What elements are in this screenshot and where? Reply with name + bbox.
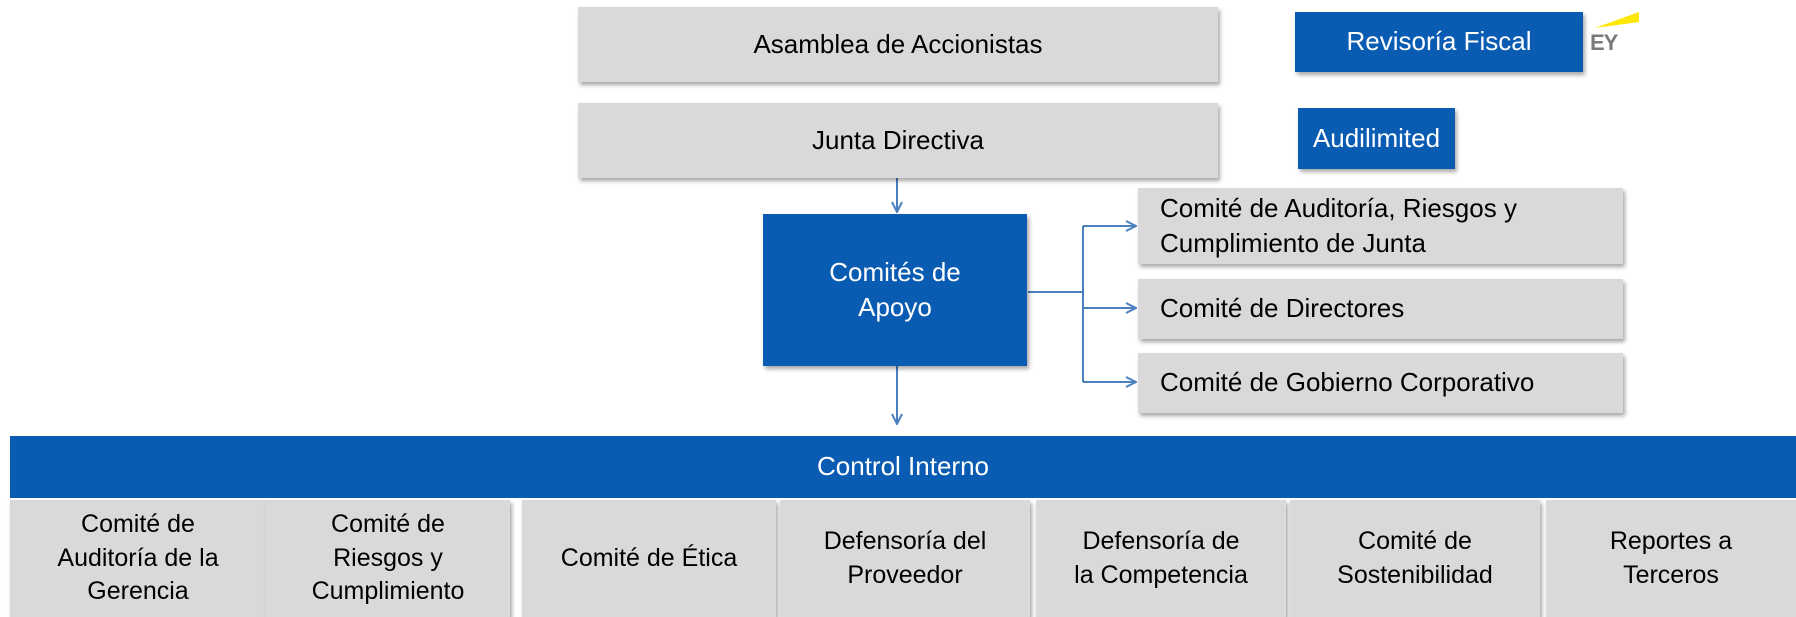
directors-committee-box: Comité de Directores [1138,279,1623,339]
support-committees-line1: Comités de [829,256,961,287]
item-line: Auditoría de la [57,543,219,572]
item-line: la Competencia [1074,560,1248,589]
governance-committee-box: Comité de Gobierno Corporativo [1138,353,1623,413]
internal-control-item: Defensoría del Proveedor [780,500,1030,617]
internal-control-banner: Control Interno [10,436,1796,498]
item-line: Riesgos y [333,543,443,572]
internal-control-item: Comité de Ética [522,500,776,617]
fiscal-review-box: Revisoría Fiscal [1295,12,1583,72]
internal-control-item: Comité de Auditoría de la Gerencia [10,500,266,617]
governance-committee-label: Comité de Gobierno Corporativo [1160,367,1535,398]
internal-control-item: Comité de Sostenibilidad [1290,500,1540,617]
ey-logo-icon [1595,12,1639,28]
item-line: Cumplimiento [311,577,465,606]
internal-control-item: Reportes a Terceros [1546,500,1796,617]
directors-committee-label: Comité de Directores [1160,293,1405,324]
audilimited-box: Audilimited [1298,108,1455,169]
assembly-box: Asamblea de Accionistas [578,7,1218,82]
item-line: Comité de [331,509,445,538]
internal-control-item: Comité de Riesgos y Cumplimiento [266,500,510,617]
internal-control-item: Defensoría de la Competencia [1036,500,1286,617]
item-line: Defensoría del [823,526,987,555]
audit-risk-committee-line2: Cumplimiento de Junta [1160,228,1426,258]
item-line: Comité de Ética [560,543,738,572]
item-line: Terceros [1623,560,1719,589]
item-line: Gerencia [87,577,189,606]
item-line: Comité de [1358,526,1472,555]
item-line: Reportes a [1609,526,1733,555]
internal-control-title: Control Interno [817,451,989,482]
audit-risk-committee-line1: Comité de Auditoría, Riesgos y [1160,192,1517,223]
item-line: Defensoría de [1082,526,1240,555]
board-box: Junta Directiva [578,103,1218,178]
support-committees-line2: Apoyo [858,292,932,322]
ey-logo-text: EY [1590,30,1618,55]
board-label: Junta Directiva [812,124,984,155]
assembly-label: Asamblea de Accionistas [753,28,1043,59]
item-line: Proveedor [847,560,963,589]
fiscal-review-label: Revisoría Fiscal [1346,26,1532,57]
item-line: Comité de [81,509,195,538]
item-line: Sostenibilidad [1337,560,1493,589]
audit-risk-committee-box: Comité de Auditoría, Riesgos y Cumplimie… [1138,188,1623,264]
audilimited-label: Audilimited [1312,122,1441,153]
support-committees-box: Comités de Apoyo [763,214,1027,366]
